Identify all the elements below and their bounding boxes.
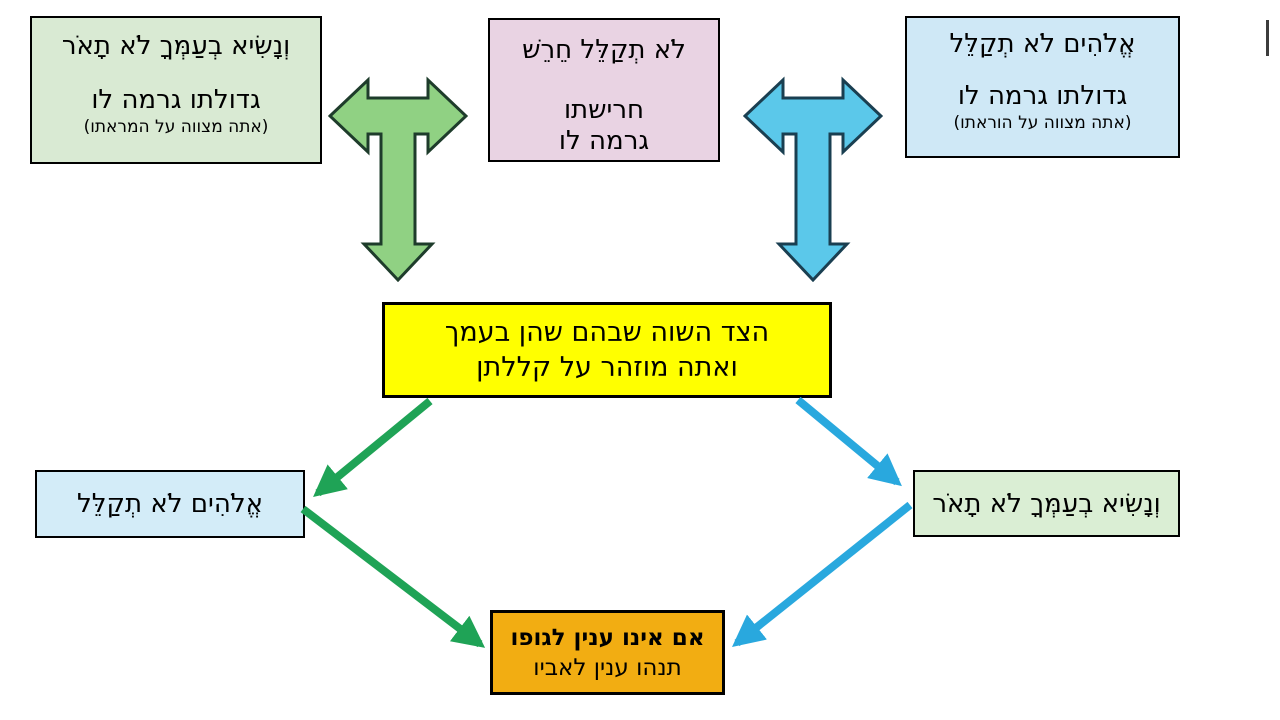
derivation-line-1: אם אינו ענין לגופו [510, 624, 705, 651]
box-elohim-conclusion: אֱלֹהִים לֹא תְקַלֵּל [35, 470, 305, 538]
box-nasi-verse: וְנָשִׂיא בְעַמְּךָ לֹא תָאֹר גדולתו גרמ… [30, 16, 322, 164]
note-elohim: (אתה מצווה על הוראתו) [953, 113, 1132, 133]
arrow-elohim-to-father [300, 505, 486, 648]
box-father-derivation: אם אינו ענין לגופו תנהו ענין לאביו [490, 610, 725, 695]
three-way-arrow-icon [743, 76, 883, 282]
box-nasi-conclusion: וְנָשִׂיא בְעַמְּךָ לֹא תָאֹר [913, 470, 1180, 537]
arrow-common-to-elohim [313, 397, 433, 498]
box-cheresh-verse: לֹא תְקַלֵּל חֵרֵשׁ חרישתו גרמה לו [488, 18, 720, 162]
box-common-denominator: הצד השוה שבהם שהן בעמך ואתה מוזהר על קלל… [382, 302, 832, 398]
verse-elohim: אֱלֹהִים לֹא תְקַלֵּל [949, 29, 1136, 59]
verse-nasi: וְנָשִׂיא בְעַמְּךָ לֹא תָאֹר [61, 31, 291, 61]
branch-arrow-green [328, 76, 468, 282]
elohim-conclusion-text: אֱלֹהִים לֹא תְקַלֵּל [77, 489, 263, 519]
arrow-nasi-to-father [731, 501, 913, 647]
reason-cheresh-1: חרישתו [563, 95, 645, 125]
reason-elohim: גדולתו גרמה לו [957, 81, 1128, 111]
derivation-line-2: תנהו ענין לאביו [533, 654, 682, 681]
reason-nasi: גדולתו גרמה לו [91, 85, 261, 115]
arrow-common-to-nasi [795, 396, 902, 487]
common-line-2: ואתה מוזהר על קללתן [476, 352, 738, 383]
note-nasi: (אתה מצווה על המראתו) [83, 117, 269, 137]
stray-cursor-mark [1266, 20, 1269, 56]
verse-cheresh: לֹא תְקַלֵּל חֵרֵשׁ [522, 35, 686, 65]
box-elohim-verse: אֱלֹהִים לֹא תְקַלֵּל גדולתו גרמה לו (את… [905, 16, 1180, 158]
three-way-arrow-icon [328, 76, 468, 282]
nasi-conclusion-text: וְנָשִׂיא בְעַמְּךָ לֹא תָאֹר [932, 488, 1161, 519]
common-line-1: הצד השוה שבהם שהן בעמך [444, 317, 770, 348]
branch-arrow-blue [743, 76, 883, 282]
reason-cheresh-2: גרמה לו [558, 126, 650, 156]
